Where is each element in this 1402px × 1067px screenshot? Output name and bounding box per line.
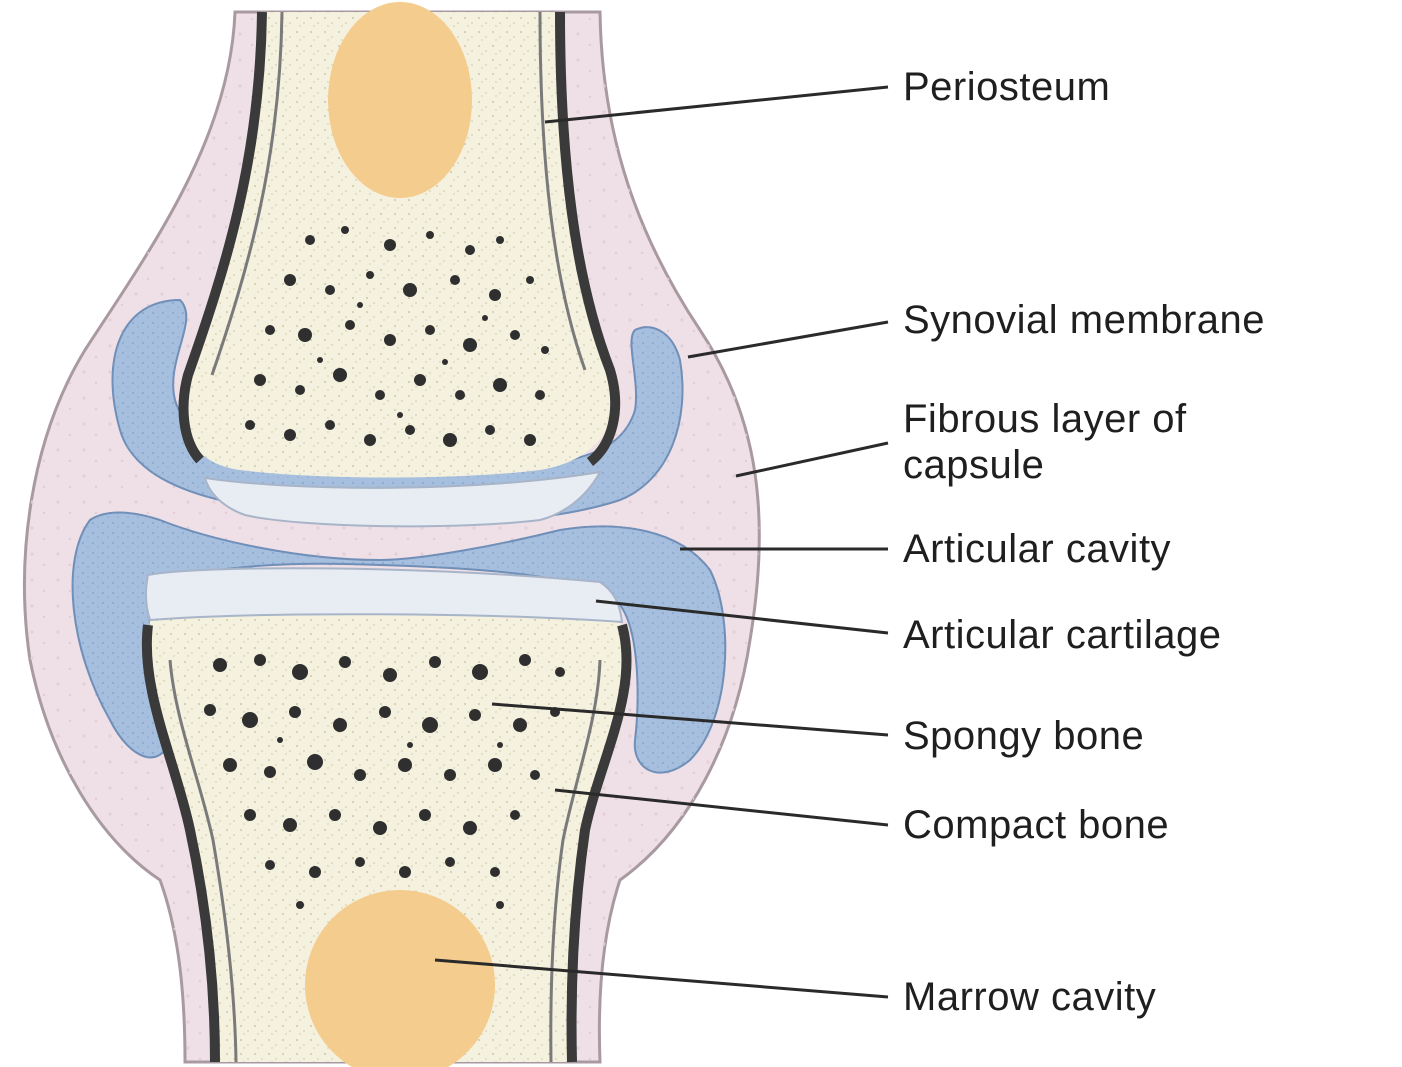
label-compact-bone: Compact bone	[903, 802, 1169, 848]
lower-bone	[147, 614, 627, 1067]
label-articular-cartilage: Articular cartilage	[903, 612, 1222, 658]
label-fibrous-layer-line2: capsule	[903, 442, 1187, 488]
label-spongy-bone: Spongy bone	[903, 713, 1144, 759]
label-fibrous-layer-line1: Fibrous layer of	[903, 396, 1187, 442]
leader-synovial-membrane	[688, 322, 888, 357]
label-periosteum: Periosteum	[903, 64, 1110, 110]
label-marrow-cavity: Marrow cavity	[903, 974, 1156, 1020]
leader-fibrous-layer	[736, 443, 888, 476]
label-articular-cavity: Articular cavity	[903, 526, 1171, 572]
label-synovial-membrane: Synovial membrane	[903, 297, 1265, 343]
label-fibrous-layer-of-capsule: Fibrous layer of capsule	[903, 396, 1187, 488]
